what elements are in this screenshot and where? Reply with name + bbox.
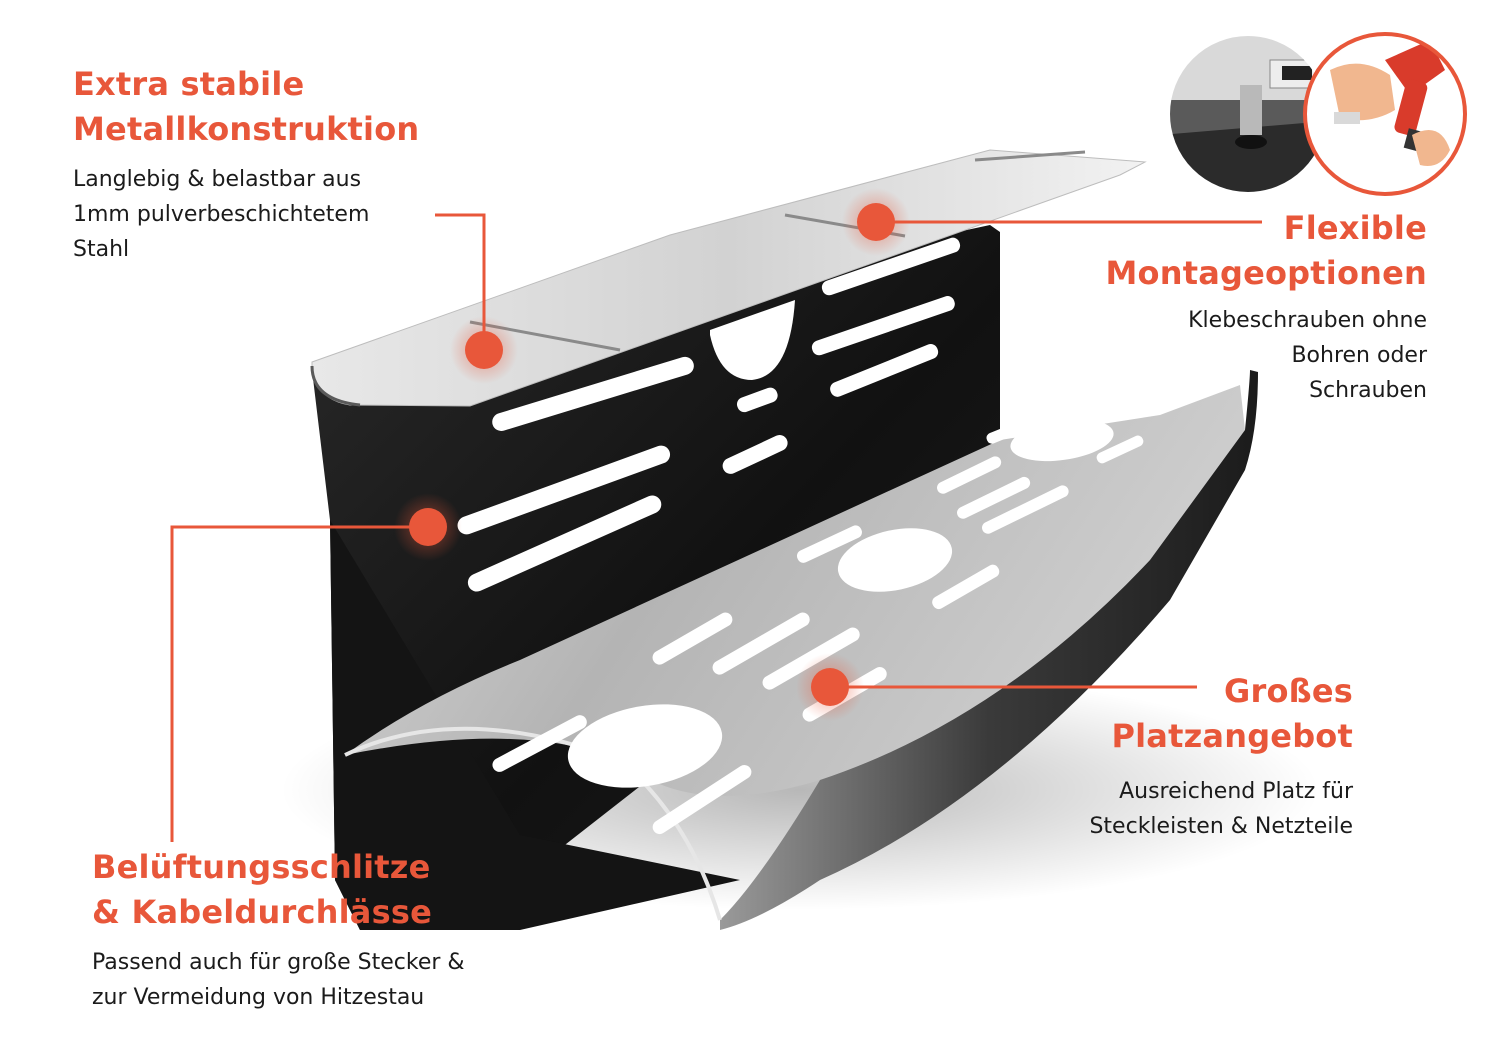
mounting-text-line: Klebeschrauben ohne bbox=[1188, 308, 1427, 333]
hotspot-marker-mounting bbox=[842, 188, 910, 256]
adhesive-screw-closeup-icon bbox=[1166, 32, 1330, 196]
construction-text-line: Stahl bbox=[73, 237, 130, 262]
space-text-line: Ausreichend Platz für bbox=[1119, 779, 1353, 804]
mounting-title-line: Montageoptionen bbox=[1105, 254, 1427, 292]
mounting-text-line: Schrauben bbox=[1309, 378, 1427, 403]
power-drill-in-hand-icon bbox=[1303, 32, 1467, 196]
bottom-plate-holes bbox=[492, 417, 1144, 835]
ventilation-description: Passend auch für große Stecker & zur Ver… bbox=[92, 945, 465, 1015]
space-title-line: Großes bbox=[1224, 672, 1353, 710]
hotspot-marker-ventilation bbox=[394, 493, 462, 561]
ventilation-title-line: & Kabeldurchlässe bbox=[92, 893, 432, 931]
space-description: Ausreichend Platz für Steckleisten & Net… bbox=[1089, 774, 1353, 844]
mounting-title: Flexible Montageoptionen bbox=[1105, 206, 1427, 296]
construction-title: Extra stabile Metallkonstruktion bbox=[73, 62, 419, 152]
tray-left-bend bbox=[330, 520, 740, 930]
hotspot-marker-construction bbox=[450, 316, 518, 384]
construction-title-line: Metallkonstruktion bbox=[73, 110, 420, 148]
back-wall-slots bbox=[457, 237, 961, 592]
hotspot-marker-space bbox=[796, 653, 864, 721]
ventilation-text-line: zur Vermeidung von Hitzestau bbox=[92, 985, 425, 1010]
ventilation-title: Belüftungsschlitze & Kabeldurchlässe bbox=[92, 845, 432, 935]
connector-lines bbox=[170, 213, 1262, 842]
construction-text-line: Langlebig & belastbar aus bbox=[73, 167, 362, 192]
ventilation-title-line: Belüftungsschlitze bbox=[92, 848, 431, 886]
construction-title-line: Extra stabile bbox=[73, 65, 305, 103]
mounting-title-line: Flexible bbox=[1283, 209, 1427, 247]
construction-text-line: 1mm pulverbeschichtetem bbox=[73, 202, 370, 227]
mounting-text-line: Bohren oder bbox=[1291, 343, 1427, 368]
cable-tray bbox=[310, 149, 1258, 930]
ventilation-text-line: Passend auch für große Stecker & bbox=[92, 950, 465, 975]
tray-front-lip bbox=[720, 370, 1258, 930]
mounting-description: Klebeschrauben ohne Bohren oder Schraube… bbox=[1188, 303, 1427, 408]
space-title-line: Platzangebot bbox=[1111, 717, 1353, 755]
space-text-line: Steckleisten & Netzteile bbox=[1089, 814, 1353, 839]
hotspot-markers bbox=[394, 188, 910, 721]
space-title: Großes Platzangebot bbox=[1111, 669, 1353, 759]
construction-description: Langlebig & belastbar aus 1mm pulverbesc… bbox=[73, 162, 369, 267]
